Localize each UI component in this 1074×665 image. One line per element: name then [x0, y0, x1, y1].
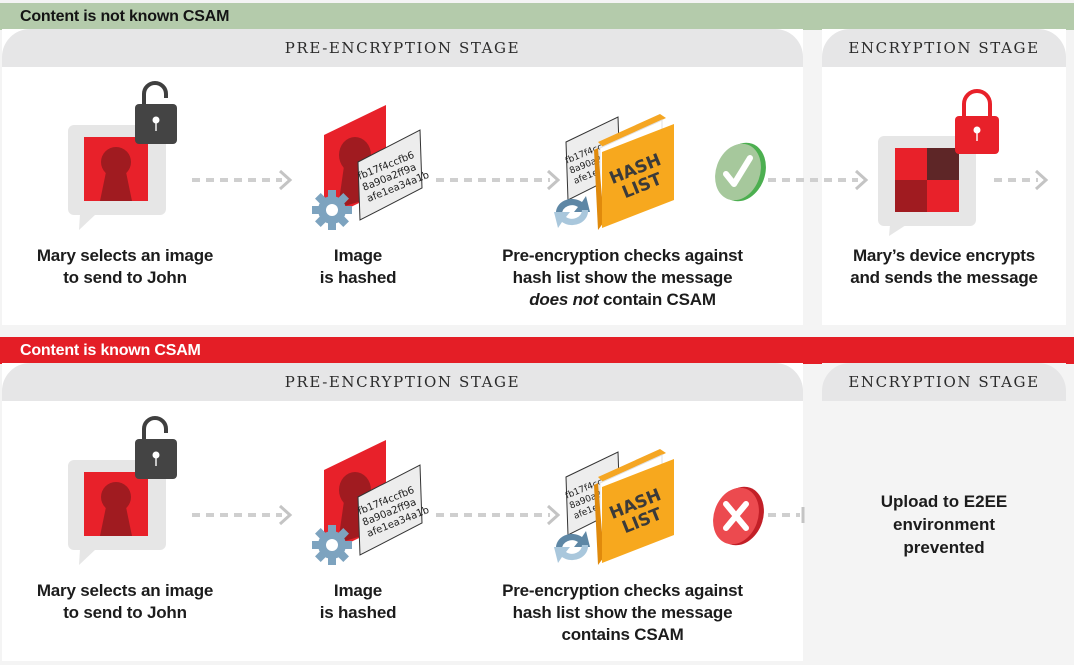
- banner-not-known-csam: Content is not known CSAM: [0, 3, 1074, 30]
- dashed-arrow: [192, 169, 293, 191]
- hash-image-icon: fb17f4ccfb6 8a90a2ff9a afe1ea34a1b: [312, 105, 430, 230]
- blocked-dashed-line: [768, 507, 805, 523]
- padlock-open-icon: [135, 416, 177, 479]
- hash-list-icon: fb17f4ccfb6 8a90a2ff9a afe1ea34a1b HASH …: [554, 449, 674, 565]
- hash-image-icon: fb17f4ccfb6 8a90a2ff9a afe1ea34a1b: [312, 440, 430, 565]
- sync-arrows-icon: [554, 196, 590, 228]
- dashed-arrow: [768, 169, 869, 191]
- cross-circle-icon: [713, 486, 764, 546]
- dashed-arrow: [994, 169, 1049, 191]
- gear-icon: [312, 190, 352, 230]
- dashed-arrow: [436, 504, 561, 526]
- stage-header: ENCRYPTION STAGE: [822, 29, 1066, 67]
- message-image-icon: [68, 416, 177, 565]
- encrypted-message-icon: [878, 89, 999, 236]
- check-circle-icon: [715, 142, 766, 202]
- banner-known-csam: Content is known CSAM: [0, 337, 1074, 364]
- dashed-arrow: [436, 169, 561, 191]
- sync-arrows-icon: [554, 531, 590, 563]
- hash-list-icon: fb17f4ccfb6 8a90a2ff9a afe1ea34a1b HASH …: [554, 114, 674, 230]
- stage-header: ENCRYPTION STAGE: [822, 363, 1066, 401]
- gear-icon: [312, 525, 352, 565]
- stage-header: PRE-ENCRYPTION STAGE: [2, 29, 803, 67]
- encryption-panel: ENCRYPTION STAGE: [822, 363, 1066, 661]
- message-image-icon: [68, 81, 177, 230]
- dashed-arrow: [192, 504, 293, 526]
- padlock-closed-icon: [955, 89, 999, 154]
- upload-prevented-text: Upload to E2EE environment prevented: [880, 492, 1008, 557]
- padlock-open-icon: [135, 81, 177, 144]
- stage-header: PRE-ENCRYPTION STAGE: [2, 363, 803, 401]
